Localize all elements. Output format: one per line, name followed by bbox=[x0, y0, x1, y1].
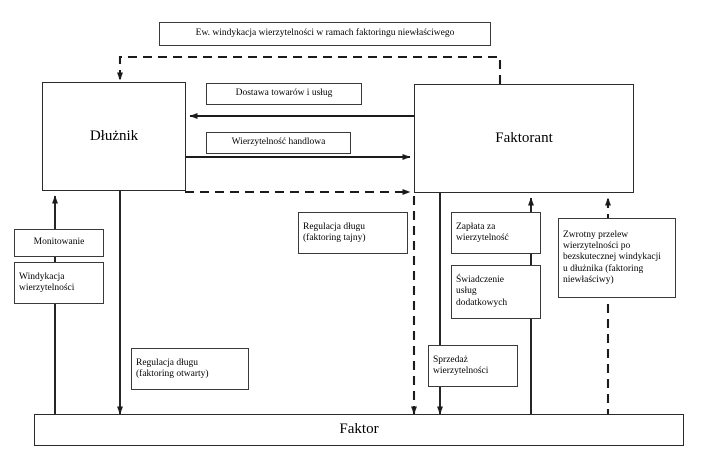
label-zwrotny-lines: Zwrotny przelew wierzytelności po bezsku… bbox=[563, 230, 661, 286]
label-swiadczenie-line-1: Świadczenie bbox=[456, 275, 505, 286]
flow-ew-windykacja-niewlasciwy bbox=[117, 55, 502, 84]
label-sprzedaz-line-1: Sprzedaż bbox=[433, 354, 468, 365]
label-ew-windykacja-text: Ew. windykacja wierzytelności w ramach f… bbox=[195, 28, 455, 39]
actor-dluznik[interactable]: Dłużnik bbox=[42, 82, 186, 191]
label-regulacja-otwarty-lines: Regulacja długu (faktoring otwarty) bbox=[136, 358, 209, 380]
label-windykacja-line-2: wierzytelności bbox=[19, 283, 75, 293]
label-zwrotny-line-3: bezskutecznej windykacji bbox=[563, 252, 661, 263]
label-zaplata-line-1: Zapłata za bbox=[456, 221, 496, 232]
label-zwrotny-przelew[interactable]: Zwrotny przelew wierzytelności po bezsku… bbox=[558, 218, 676, 298]
label-sprzedaz-line-2: wierzytelności bbox=[433, 366, 489, 376]
label-zaplata-lines: Zapłata za wierzytelność bbox=[456, 222, 509, 244]
label-zwrotny-line-4: u dłużnika (faktoring bbox=[563, 263, 644, 274]
label-swiadczenie-uslug-dodatkowych[interactable]: Świadczenie usług dodatkowych bbox=[451, 265, 541, 319]
label-dostawa-towarow-text: Dostawa towarów i usług bbox=[235, 88, 333, 99]
label-regulacja-tajny-line-2: (faktoring tajny) bbox=[303, 233, 366, 243]
actor-faktor[interactable]: Faktor bbox=[34, 414, 684, 446]
label-regulacja-tajny-lines: Regulacja długu (faktoring tajny) bbox=[303, 222, 366, 244]
label-regulacja-otwarty-line-1: Regulacja długu bbox=[136, 357, 198, 368]
label-wierzytelnosc-handlowa[interactable]: Wierzytelność handlowa bbox=[206, 132, 351, 154]
label-swiadczenie-lines: Świadczenie usług dodatkowych bbox=[456, 275, 507, 309]
label-sprzedaz-wierzytelnosci[interactable]: Sprzedaż wierzytelności bbox=[428, 345, 518, 387]
label-dostawa-towarow[interactable]: Dostawa towarów i usług bbox=[206, 83, 362, 105]
label-swiadczenie-line-2: usług bbox=[456, 286, 477, 297]
label-zaplata-za-wierzytelnosc[interactable]: Zapłata za wierzytelność bbox=[451, 212, 541, 254]
actor-faktorant[interactable]: Faktorant bbox=[414, 84, 634, 193]
label-sprzedaz-lines: Sprzedaż wierzytelności bbox=[433, 355, 488, 377]
label-regulacja-tajny-line-1: Regulacja długu bbox=[303, 221, 365, 232]
actor-faktor-label: Faktor bbox=[339, 421, 379, 438]
label-regulacja-dlugu-otwarty[interactable]: Regulacja długu (faktoring otwarty) bbox=[131, 348, 249, 390]
label-wierzytelnosc-handlowa-text: Wierzytelność handlowa bbox=[231, 137, 326, 148]
label-monitowanie[interactable]: Monitowanie bbox=[14, 229, 104, 257]
label-monitowanie-text: Monitowanie bbox=[33, 237, 85, 248]
label-zwrotny-line-5: niewłaściwy) bbox=[563, 274, 614, 285]
actor-dluznik-label: Dłużnik bbox=[89, 127, 139, 144]
label-windykacja-wierzytelnosci-lines: Windykacja wierzytelności bbox=[19, 272, 74, 294]
label-zaplata-line-2: wierzytelność bbox=[456, 233, 509, 243]
label-zwrotny-line-1: Zwrotny przelew bbox=[563, 229, 629, 240]
label-zwrotny-line-2: wierzytelności po bbox=[563, 241, 631, 252]
label-regulacja-dlugu-tajny[interactable]: Regulacja długu (faktoring tajny) bbox=[298, 212, 408, 254]
label-ew-windykacja[interactable]: Ew. windykacja wierzytelności w ramach f… bbox=[159, 22, 491, 46]
label-windykacja-wierzytelnosci[interactable]: Windykacja wierzytelności bbox=[14, 262, 104, 304]
label-swiadczenie-line-3: dodatkowych bbox=[456, 297, 508, 308]
label-windykacja-line-1: Windykacja bbox=[19, 271, 65, 282]
actor-faktorant-label: Faktorant bbox=[495, 129, 553, 146]
label-regulacja-otwarty-line-2: (faktoring otwarty) bbox=[136, 369, 209, 379]
